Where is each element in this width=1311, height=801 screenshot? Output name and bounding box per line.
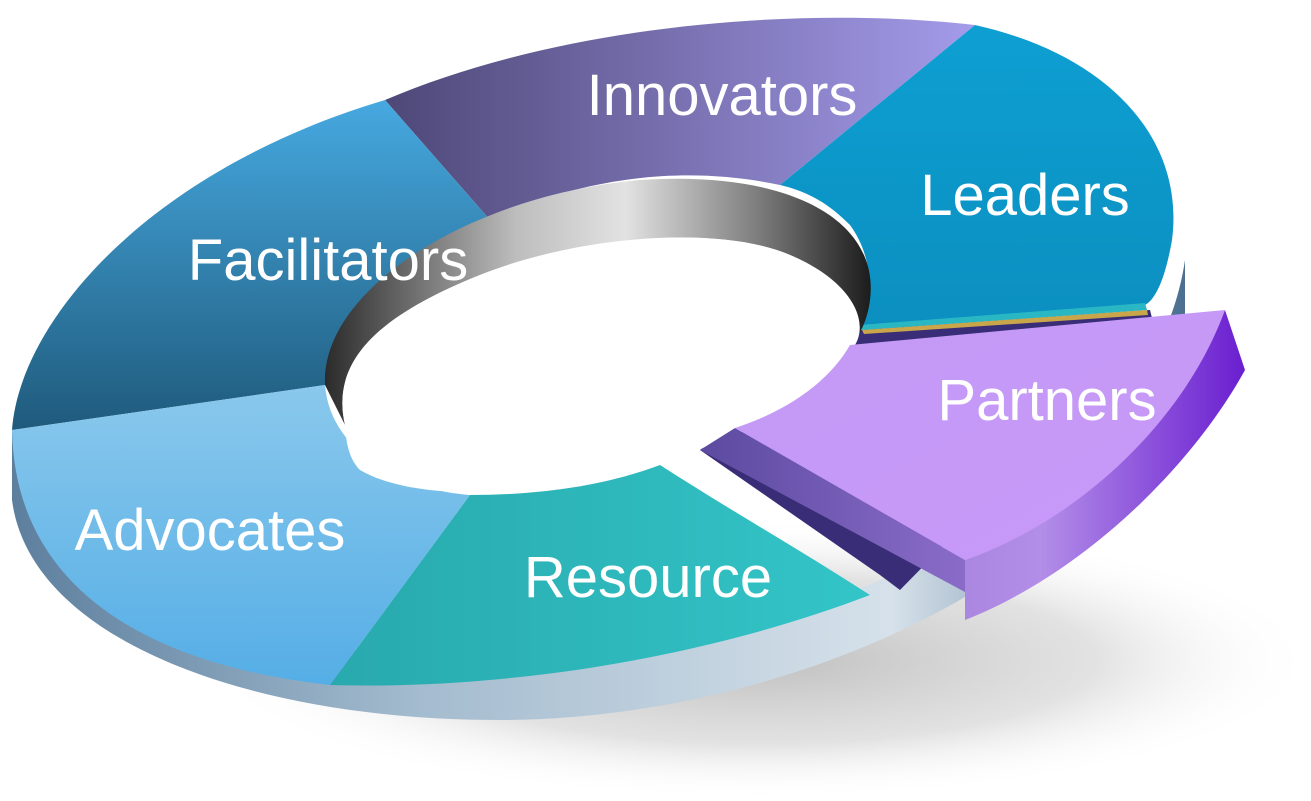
label-leaders: Leaders — [920, 163, 1130, 228]
segment-facilitators — [12, 100, 490, 430]
label-advocates: Advocates — [75, 498, 346, 563]
label-partners: Partners — [937, 368, 1156, 433]
leaders-edge-stripe-2 — [862, 310, 1148, 334]
segment-leaders — [780, 25, 1174, 328]
segment-resource — [330, 465, 870, 686]
ring-hole-wall — [324, 178, 871, 425]
partners-inner-wall — [700, 428, 965, 592]
label-innovators: Innovators — [587, 63, 858, 128]
segment-partners — [735, 310, 1225, 560]
ring-hole — [342, 237, 860, 493]
ring-base — [12, 260, 1185, 720]
label-facilitators: Facilitators — [188, 228, 468, 293]
segment-innovators — [385, 17, 975, 220]
partners-side — [735, 310, 1245, 620]
leaders-edge-stripe — [860, 303, 1147, 330]
label-resource: Resource — [524, 545, 772, 610]
